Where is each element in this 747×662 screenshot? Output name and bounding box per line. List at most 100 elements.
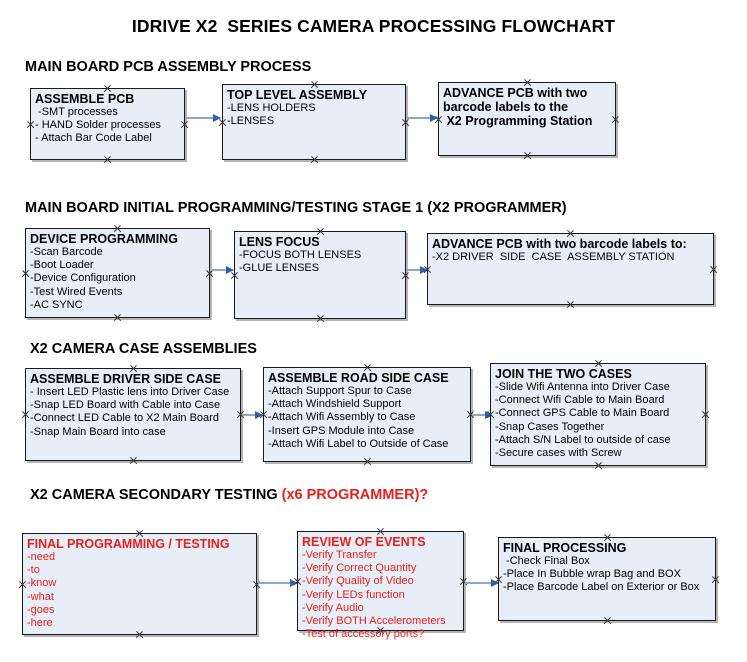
node-line: -Check Final Box bbox=[503, 555, 590, 567]
connector-handle-bottom[interactable] bbox=[103, 155, 112, 164]
node-line: -Verify Transfer bbox=[302, 549, 377, 561]
arrow-head-icon bbox=[430, 113, 438, 122]
connector-handle-bottom[interactable] bbox=[603, 616, 612, 625]
node-line: -Verify BOTH Accelerometers bbox=[302, 615, 446, 628]
section-title-text: MAIN BOARD PCB ASSEMBLY PROCESS bbox=[25, 59, 312, 75]
node-line: -Device Configuration bbox=[30, 272, 136, 285]
connector-line bbox=[258, 582, 297, 584]
node-line: -Insert GPS Module into Case bbox=[268, 424, 415, 437]
node-assemble-road-side-case[interactable]: ASSEMBLE ROAD SIDE CASE -Attach Support … bbox=[263, 367, 471, 462]
node-line: -Place In Bubble wrap Bag and BOX bbox=[503, 568, 681, 581]
connector-handle-bottom[interactable] bbox=[523, 151, 532, 160]
node-line: -FOCUS BOTH LENSES bbox=[239, 249, 362, 261]
node-line: -Snap LED Board with Cable into Case bbox=[30, 399, 221, 412]
section-title-x2-camera-case-assemblies: X2 CAMERA CASE ASSEMBLIES bbox=[30, 341, 257, 357]
node-join-the-two-cases[interactable]: JOIN THE TWO CASES -Slide Wifi Antenna i… bbox=[490, 363, 706, 466]
node-title: ASSEMBLE DRIVER SIDE CASE bbox=[30, 372, 222, 386]
node-line: -Place Barcode Label on Exterior or Box bbox=[503, 581, 700, 594]
node-line: -Verify Audio bbox=[302, 601, 364, 614]
connector-line bbox=[211, 269, 233, 271]
node-title: TOP LEVEL ASSEMBLY bbox=[227, 88, 368, 102]
connector-line bbox=[472, 414, 492, 416]
connector-line bbox=[242, 414, 262, 416]
node-line: - Insert LED Plastic lens into Driver Ca… bbox=[30, 386, 230, 398]
node-line: -Snap Cases Together bbox=[495, 420, 605, 433]
connector-lens-focus-to-advance-pcb bbox=[407, 265, 428, 274]
node-line: -Connect LED Cable to X2 Main Board bbox=[30, 412, 219, 425]
node-line: -Attach Support Spur to Case bbox=[268, 385, 412, 397]
node-title: ADVANCE PCB with two bbox=[443, 86, 588, 100]
node-title: ASSEMBLE PCB bbox=[35, 92, 135, 106]
node-line: -Verify Correct Quantity bbox=[302, 562, 417, 575]
node-advance-pcb-to-driver-side-case-assembly[interactable]: ADVANCE PCB with two barcode labels to: … bbox=[427, 233, 714, 305]
connector-review-of-events-to-final-processing bbox=[465, 578, 499, 587]
node-line-overflow: -Test of accessory ports? bbox=[302, 628, 425, 641]
connector-road-side-case-to-join-the-two-cases bbox=[472, 410, 493, 419]
node-title-line2: barcode labels to the bbox=[443, 100, 569, 114]
node-device-programming[interactable]: DEVICE PROGRAMMING -Scan Barcode -Boot L… bbox=[25, 228, 210, 318]
node-line: -know bbox=[27, 577, 57, 590]
node-line: -SMT processes bbox=[35, 106, 118, 118]
node-line: -X2 DRIVER SIDE CASE ASSEMBLY STATION bbox=[432, 251, 675, 263]
node-top-level-assembly[interactable]: TOP LEVEL ASSEMBLY -LENS HOLDERS -LENSES bbox=[222, 84, 406, 160]
connector-final-programming-to-review-of-events bbox=[258, 578, 298, 587]
node-line: -Boot Loader bbox=[30, 259, 94, 272]
node-line: -Snap Main Board into case bbox=[30, 425, 166, 438]
connector-handle-bottom[interactable] bbox=[316, 314, 325, 323]
node-advance-pcb-to-x2-programming-station[interactable]: ADVANCE PCB with two barcode labels to t… bbox=[438, 82, 616, 156]
node-line: -Attach Wifi Label to Outside of Case bbox=[268, 437, 449, 450]
section-title-text: MAIN BOARD INITIAL PROGRAMMING/TESTING S… bbox=[25, 200, 567, 216]
node-line: -Test Wired Events bbox=[30, 285, 123, 298]
arrow-head-icon bbox=[213, 113, 221, 122]
connector-handle-bottom[interactable] bbox=[594, 461, 603, 470]
node-line: -Connect GPS Cable to Main Board bbox=[495, 407, 670, 420]
node-line: -here bbox=[27, 617, 53, 630]
node-line: -Scan Barcode bbox=[30, 246, 103, 258]
connector-handle-bottom[interactable] bbox=[566, 300, 575, 309]
node-final-processing[interactable]: FINAL PROCESSING -Check Final Box -Place… bbox=[498, 537, 716, 621]
node-title: FINAL PROGRAMMING / TESTING bbox=[27, 537, 230, 551]
section-title-text: X2 CAMERA SECONDARY TESTING bbox=[30, 487, 282, 503]
connector-handle-bottom[interactable] bbox=[310, 155, 319, 164]
node-line: -LENS HOLDERS bbox=[227, 102, 316, 114]
node-title: LENS FOCUS bbox=[239, 235, 320, 249]
node-line: -Slide Wifi Antenna into Driver Case bbox=[495, 381, 670, 393]
node-line: -to bbox=[27, 564, 40, 577]
connector-device-programming-to-lens-focus bbox=[211, 265, 234, 274]
connector-top-level-assembly-to-advance-pcb bbox=[407, 113, 438, 122]
node-title-line3: X2 Programming Station bbox=[443, 114, 593, 128]
node-title: FINAL PROCESSING bbox=[503, 541, 627, 555]
node-line: -what bbox=[27, 590, 54, 603]
node-line: -Verify Quality of Video bbox=[302, 575, 414, 588]
section-title-main-board-pcb-assembly-process: MAIN BOARD PCB ASSEMBLY PROCESS bbox=[25, 59, 311, 75]
node-assemble-pcb[interactable]: ASSEMBLE PCB -SMT processes - HAND Solde… bbox=[30, 88, 185, 160]
node-line: -goes bbox=[27, 603, 55, 616]
node-line: -Connect Wifi Cable to Main Board bbox=[495, 394, 665, 407]
connector-handle-bottom[interactable] bbox=[363, 457, 372, 466]
connector-line bbox=[186, 117, 220, 119]
node-title: JOIN THE TWO CASES bbox=[495, 367, 632, 381]
node-title: ASSEMBLE ROAD SIDE CASE bbox=[268, 371, 449, 385]
connector-driver-side-case-to-road-side-case bbox=[242, 410, 263, 419]
connector-line bbox=[407, 269, 427, 271]
node-review-of-events[interactable]: REVIEW OF EVENTS -Verify Transfer -Verif… bbox=[297, 531, 464, 640]
arrow-head-icon bbox=[255, 410, 263, 419]
connector-handle-bottom[interactable] bbox=[113, 313, 122, 322]
section-title-accent: (x6 PROGRAMMER)? bbox=[281, 487, 429, 503]
node-final-programming-testing[interactable]: FINAL PROGRAMMING / TESTING -need -to -k… bbox=[22, 533, 257, 635]
node-lens-focus[interactable]: LENS FOCUS -FOCUS BOTH LENSES -GLUE LENS… bbox=[234, 231, 406, 319]
section-title-x2-camera-secondary-testing: X2 CAMERA SECONDARY TESTING (x6 PROGRAMM… bbox=[30, 487, 428, 503]
connector-assemble-pcb-to-top-level-assembly bbox=[186, 113, 221, 122]
node-assemble-driver-side-case[interactable]: ASSEMBLE DRIVER SIDE CASE - Insert LED P… bbox=[25, 368, 241, 461]
connector-handle-bottom[interactable] bbox=[129, 456, 138, 465]
node-line: -need bbox=[27, 551, 56, 563]
node-line: -GLUE LENSES bbox=[239, 262, 320, 275]
node-line: -Attach S/N Label to outside of case bbox=[495, 433, 671, 446]
node-line: - HAND Solder processes bbox=[35, 119, 161, 132]
node-line: -AC SYNC bbox=[30, 298, 83, 311]
node-title: DEVICE PROGRAMMING bbox=[30, 232, 178, 246]
node-line: -LENSES bbox=[227, 115, 275, 128]
section-title-text: X2 CAMERA CASE ASSEMBLIES bbox=[30, 341, 257, 357]
node-line: -Attach Windshield Support bbox=[268, 398, 402, 411]
